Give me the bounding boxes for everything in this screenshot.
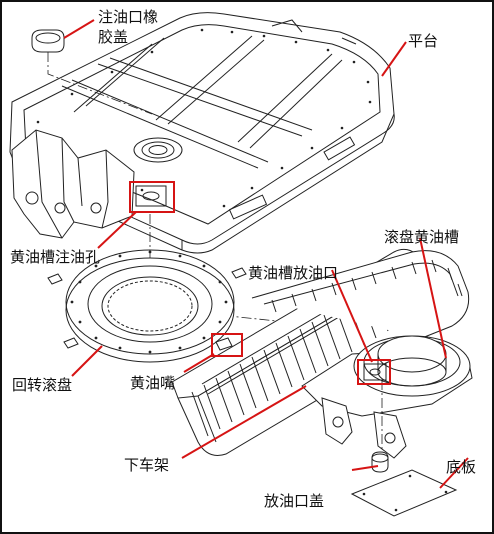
bearing-grease-tank-label: 滚盘黄油槽 — [384, 228, 460, 246]
highlight-fill-hole — [129, 181, 175, 213]
drain-cap-drawing — [371, 451, 389, 473]
leader-lines — [63, 19, 469, 489]
drain-cap-label: 放油口盖 — [264, 492, 325, 510]
slewing-ring-drawing — [47, 249, 247, 363]
highlight-drain-port — [357, 359, 391, 385]
platform-drawing — [9, 12, 395, 254]
undercarriage-label: 下车架 — [124, 456, 170, 474]
grease-nipple-label: 黄油嘴 — [130, 374, 176, 392]
oil-port-cap-label-line2: 胶盖 — [98, 28, 129, 46]
bottom-plate-drawing — [350, 469, 458, 517]
grease-drain-port-label: 黄油槽放油口 — [248, 264, 339, 282]
platform-label: 平台 — [408, 32, 439, 50]
oil-port-cap-label-line1: 注油口橡 — [98, 8, 159, 26]
bottom-plate-label: 底板 — [446, 458, 477, 476]
grease-fill-hole-label: 黄油槽注油孔 — [10, 248, 101, 266]
highlight-grease-nipple — [211, 333, 243, 357]
slewing-ring-label: 回转滚盘 — [12, 376, 73, 394]
